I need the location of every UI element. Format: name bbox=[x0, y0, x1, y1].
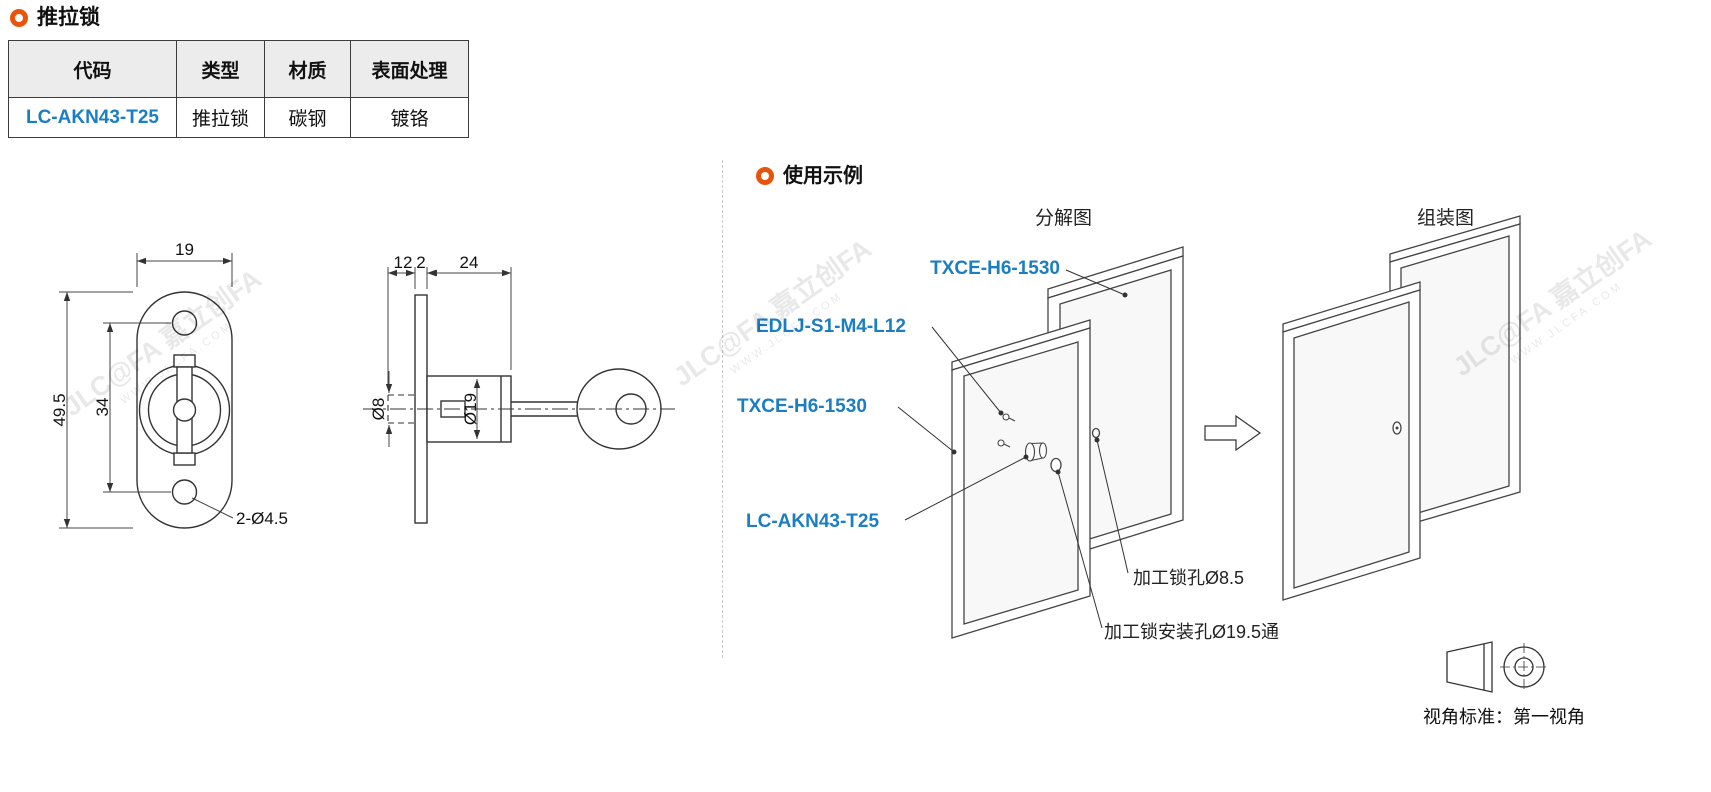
spec-table: 代码 类型 材质 表面处理 LC-AKN43-T25 推拉锁 碳钢 镀铬 bbox=[8, 40, 469, 138]
product-title-section: 推拉锁 bbox=[10, 7, 100, 28]
lock-hole bbox=[1091, 427, 1101, 439]
exploded-front-panel bbox=[951, 319, 1091, 639]
dim-latch: 12 bbox=[394, 253, 413, 272]
product-code-link[interactable]: LC-AKN43-T25 bbox=[8, 97, 177, 138]
view-standard-note: 视角标准：第一视角 bbox=[1423, 707, 1585, 727]
screw-1 bbox=[1002, 413, 1010, 421]
projection-symbols bbox=[1446, 641, 1548, 693]
side-view bbox=[363, 294, 675, 524]
note-lock-hole: 加工锁孔Ø8.5 bbox=[1133, 568, 1245, 588]
callout-track-left[interactable]: TXCE-H6-1530 bbox=[737, 396, 867, 417]
note-mount-hole: 加工锁安装孔Ø19.5通 bbox=[1104, 622, 1280, 642]
assembled-front-glass bbox=[1293, 301, 1410, 589]
cell-finish: 镀铬 bbox=[350, 97, 469, 138]
dim-holes: 2-Ø4.5 bbox=[236, 509, 288, 528]
leader-lines bbox=[897, 269, 1129, 629]
usage-title-section: 使用示例 bbox=[756, 166, 863, 186]
front-view bbox=[136, 291, 233, 529]
col-header-finish: 表面处理 bbox=[350, 40, 469, 98]
hidden-latch-lines bbox=[387, 394, 415, 424]
mount-hole-bottom bbox=[171, 479, 198, 505]
mount-hole-top bbox=[171, 310, 198, 336]
assembled-front-panel bbox=[1282, 281, 1421, 601]
col-header-code: 代码 bbox=[8, 40, 177, 98]
screw-2 bbox=[997, 439, 1005, 447]
key-core bbox=[172, 398, 197, 422]
lock-mount-hole bbox=[1050, 457, 1062, 473]
section-bullet-icon bbox=[10, 8, 28, 27]
col-header-material: 材质 bbox=[264, 40, 351, 98]
exploded-view-label: 分解图 bbox=[1035, 208, 1093, 229]
dim-body: 24 bbox=[460, 253, 479, 272]
spec-table-header-row: 代码 类型 材质 表面处理 bbox=[8, 40, 469, 98]
lock-cylinder bbox=[1038, 442, 1048, 459]
assembly-arrow-icon bbox=[1204, 414, 1262, 452]
callout-screw[interactable]: EDLJ-S1-M4-L12 bbox=[756, 316, 906, 337]
dim-overall-height: 49.5 bbox=[50, 393, 69, 426]
callout-lock[interactable]: LC-AKN43-T25 bbox=[746, 511, 880, 532]
latch-tab-bottom bbox=[173, 452, 196, 466]
latch-tab-top bbox=[173, 354, 196, 368]
cell-material: 碳钢 bbox=[264, 97, 351, 138]
product-title: 推拉锁 bbox=[37, 6, 100, 29]
usage-title: 使用示例 bbox=[783, 165, 863, 187]
plate-outline bbox=[136, 291, 233, 529]
dim-shaft-dia: Ø8 bbox=[369, 398, 388, 421]
callout-track-top[interactable]: TXCE-H6-1530 bbox=[930, 258, 1060, 279]
side-view-dimensions bbox=[385, 267, 512, 447]
front-panel-glass bbox=[963, 341, 1079, 625]
front-view-dimensions bbox=[59, 253, 234, 529]
dim-flange: 2 bbox=[416, 253, 425, 272]
dim-width: 19 bbox=[175, 240, 194, 259]
technical-drawing: 19 49.5 34 2-Ø4.5 bbox=[50, 240, 675, 529]
cell-type: 推拉锁 bbox=[176, 97, 265, 138]
usage-illustration bbox=[897, 215, 1548, 693]
spec-table-row: LC-AKN43-T25 推拉锁 碳钢 镀铬 bbox=[8, 97, 469, 138]
usage-bullet-icon bbox=[756, 167, 774, 185]
section-divider bbox=[722, 160, 723, 658]
dim-body-dia: Ø19 bbox=[461, 393, 480, 425]
col-header-type: 类型 bbox=[176, 40, 265, 98]
assembled-back-panel bbox=[1389, 215, 1521, 531]
assembled-view-label: 组装图 bbox=[1417, 208, 1475, 229]
dim-hole-spacing: 34 bbox=[93, 398, 112, 417]
frustum-symbol-icon bbox=[1446, 641, 1493, 693]
